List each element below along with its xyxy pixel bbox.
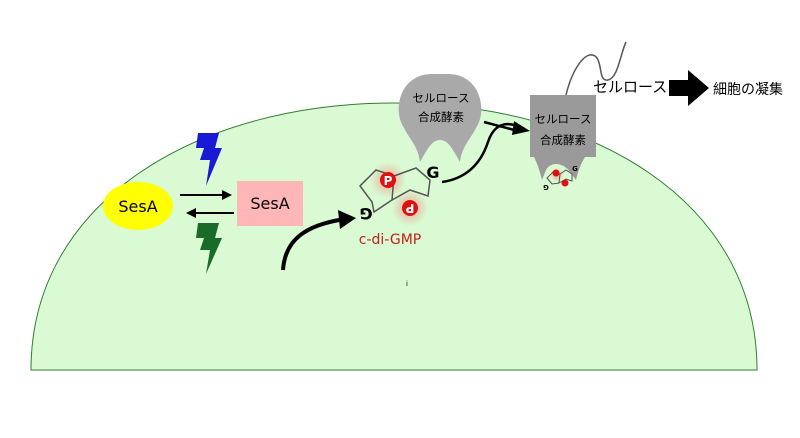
aggregation-label: 細胞の凝集: [713, 81, 783, 98]
cdigmp-molecule: P P G G: [359, 162, 440, 226]
production-arrowhead: [338, 210, 356, 229]
cdigmp-label: c-di-GMP: [359, 232, 421, 248]
green-light-bolt-icon: [196, 223, 222, 274]
sesa-active: SesA: [237, 181, 303, 226]
guanine-label: G: [543, 183, 549, 191]
sesa-inactive-label: SesA: [118, 197, 157, 216]
production-arrow: [281, 217, 346, 271]
sesa-inactive: SesA: [103, 182, 173, 230]
guanine-label: G: [572, 165, 578, 173]
phosphate-icon: [380, 172, 396, 188]
enzyme-free-label-line1: セルロース: [413, 91, 470, 105]
guanine-label: G: [426, 163, 439, 182]
small-mark: i: [406, 280, 408, 288]
sesa-active-label: SesA: [250, 194, 289, 213]
enzyme-free-label-line2: 合成酵素: [418, 110, 464, 124]
cellulose-synthase-free: セルロース 合成酵素: [398, 74, 482, 162]
big-arrow-icon: [669, 70, 709, 106]
enzyme-transfer-arrow: [483, 120, 519, 133]
cellulose-strand: [565, 41, 627, 96]
guanine-label: G: [359, 204, 372, 223]
phosphate-icon: [402, 200, 418, 216]
binding-arrow: [441, 122, 523, 184]
cdigmp-bound-icon: G G: [543, 165, 578, 191]
equilibrium-arrows: [180, 190, 234, 218]
cellulose-synthase-bound: セルロース 合成酵素 G G: [530, 95, 596, 191]
phosphate-label: P: [384, 174, 393, 188]
blue-light-bolt-icon: [196, 133, 222, 186]
cellulose-label: セルロース: [593, 78, 667, 96]
enzyme-bound-label-line1: セルロース: [535, 112, 592, 126]
phosphate-label: P: [405, 201, 414, 215]
enzyme-bound-label-line2: 合成酵素: [540, 133, 586, 147]
